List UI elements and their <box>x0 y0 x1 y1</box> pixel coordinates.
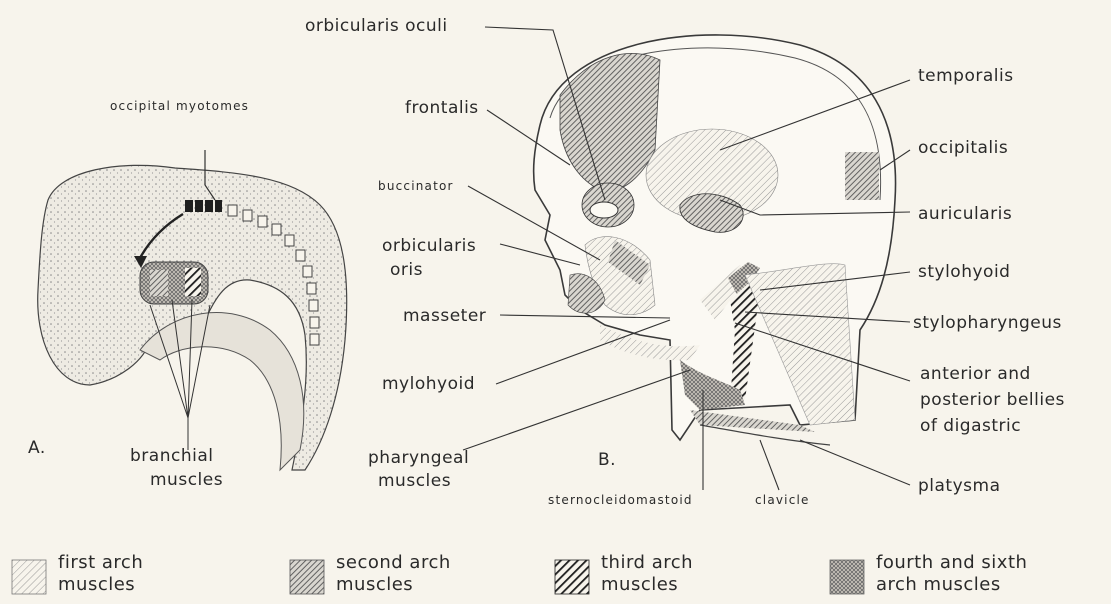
label-temporalis: temporalis <box>918 66 1014 86</box>
label-platysma: platysma <box>918 476 1001 496</box>
label-orbicularis-oculi: orbicularis oculi <box>305 16 448 36</box>
embryo-illustration <box>38 150 347 470</box>
label-auricularis: auricularis <box>918 204 1012 224</box>
label-branchial-2: muscles <box>150 470 223 490</box>
label-clavicle: clavicle <box>755 490 810 510</box>
legend-second-arch-line1: second arch <box>336 552 451 574</box>
panel-a-label: A. <box>28 438 46 458</box>
label-mylohyoid: mylohyoid <box>382 374 475 394</box>
legend-item-fourth-sixth-arch: fourth and sixth arch muscles <box>830 552 1100 602</box>
legend-item-first-arch: first arch muscles <box>12 552 262 602</box>
label-frontalis: frontalis <box>405 98 479 118</box>
label-digastric-1: anterior and <box>920 364 1031 384</box>
label-occipital-myotomes: occipital myotomes <box>110 96 249 116</box>
label-masseter: masseter <box>403 306 486 326</box>
panel-b-label: B. <box>598 450 616 470</box>
legend-first-arch-line2: muscles <box>58 574 143 596</box>
label-sternocleidomastoid: sternocleidomastoid <box>548 490 693 510</box>
label-orbicularis-oris-2: oris <box>390 260 423 280</box>
legend-item-second-arch: second arch muscles <box>290 552 540 602</box>
legend-second-arch-line2: muscles <box>336 574 451 596</box>
legend-item-third-arch: third arch muscles <box>555 552 805 602</box>
label-buccinator: buccinator <box>378 176 454 196</box>
label-pharyngeal-1: pharyngeal <box>368 448 469 468</box>
label-branchial-1: branchial <box>130 446 213 466</box>
label-digastric-2: posterior bellies <box>920 390 1065 410</box>
label-stylopharyngeus: stylopharyngeus <box>913 313 1062 333</box>
legend-third-arch-line1: third arch <box>601 552 693 574</box>
legend-third-arch-line2: muscles <box>601 574 693 596</box>
label-digastric-3: of digastric <box>920 416 1021 436</box>
label-pharyngeal-2: muscles <box>378 471 451 491</box>
label-stylohyoid: stylohyoid <box>918 262 1010 282</box>
label-occipitalis: occipitalis <box>918 138 1008 158</box>
legend-first-arch-line1: first arch <box>58 552 143 574</box>
legend-fourth-sixth-line1: fourth and sixth <box>876 552 1027 574</box>
legend-fourth-sixth-line2: arch muscles <box>876 574 1027 596</box>
head-illustration <box>534 35 896 445</box>
label-orbicularis-oris-1: orbicularis <box>382 236 476 256</box>
